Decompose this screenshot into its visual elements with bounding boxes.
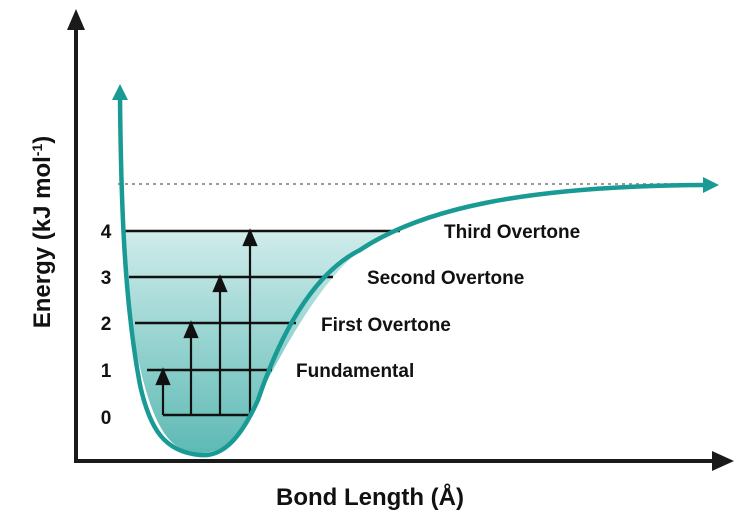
y-axis-title-main: Energy (kJ mol [29,156,56,328]
arrow-head-icon [67,9,85,30]
x-axis-title: Bond Length (Å) [276,483,464,511]
transition-labels: Fundamental First Overtone Second Overto… [296,222,580,382]
level-number-1: 1 [101,361,112,382]
y-axis-title-superscript: -1 [29,144,45,157]
arrow-head-icon [112,84,128,100]
transition-arrows [155,228,258,415]
level-number-2: 2 [101,314,112,335]
label-second-overtone: Second Overtone [367,268,524,289]
label-first-overtone: First Overtone [321,315,451,336]
arrow-head-icon [712,451,734,471]
label-third-overtone: Third Overtone [444,222,580,243]
level-number-0: 0 [101,408,112,429]
y-axis-title-close: ) [29,136,56,144]
arrow-head-icon [703,177,719,193]
arrow-head-icon [212,274,228,293]
level-numbers: 0 1 2 3 4 [101,222,112,429]
arrow-head-icon [242,228,258,247]
axes [67,9,734,471]
level-number-3: 3 [101,268,112,289]
potential-curve [117,97,706,458]
arrow-head-icon [155,367,171,386]
energy-levels [124,229,400,417]
y-axis-title: Energy (kJ mol-1) [29,136,56,329]
level-number-4: 4 [101,222,112,243]
potential-well-fill [120,231,500,453]
arrow-head-icon [183,320,199,339]
label-fundamental: Fundamental [296,361,414,382]
